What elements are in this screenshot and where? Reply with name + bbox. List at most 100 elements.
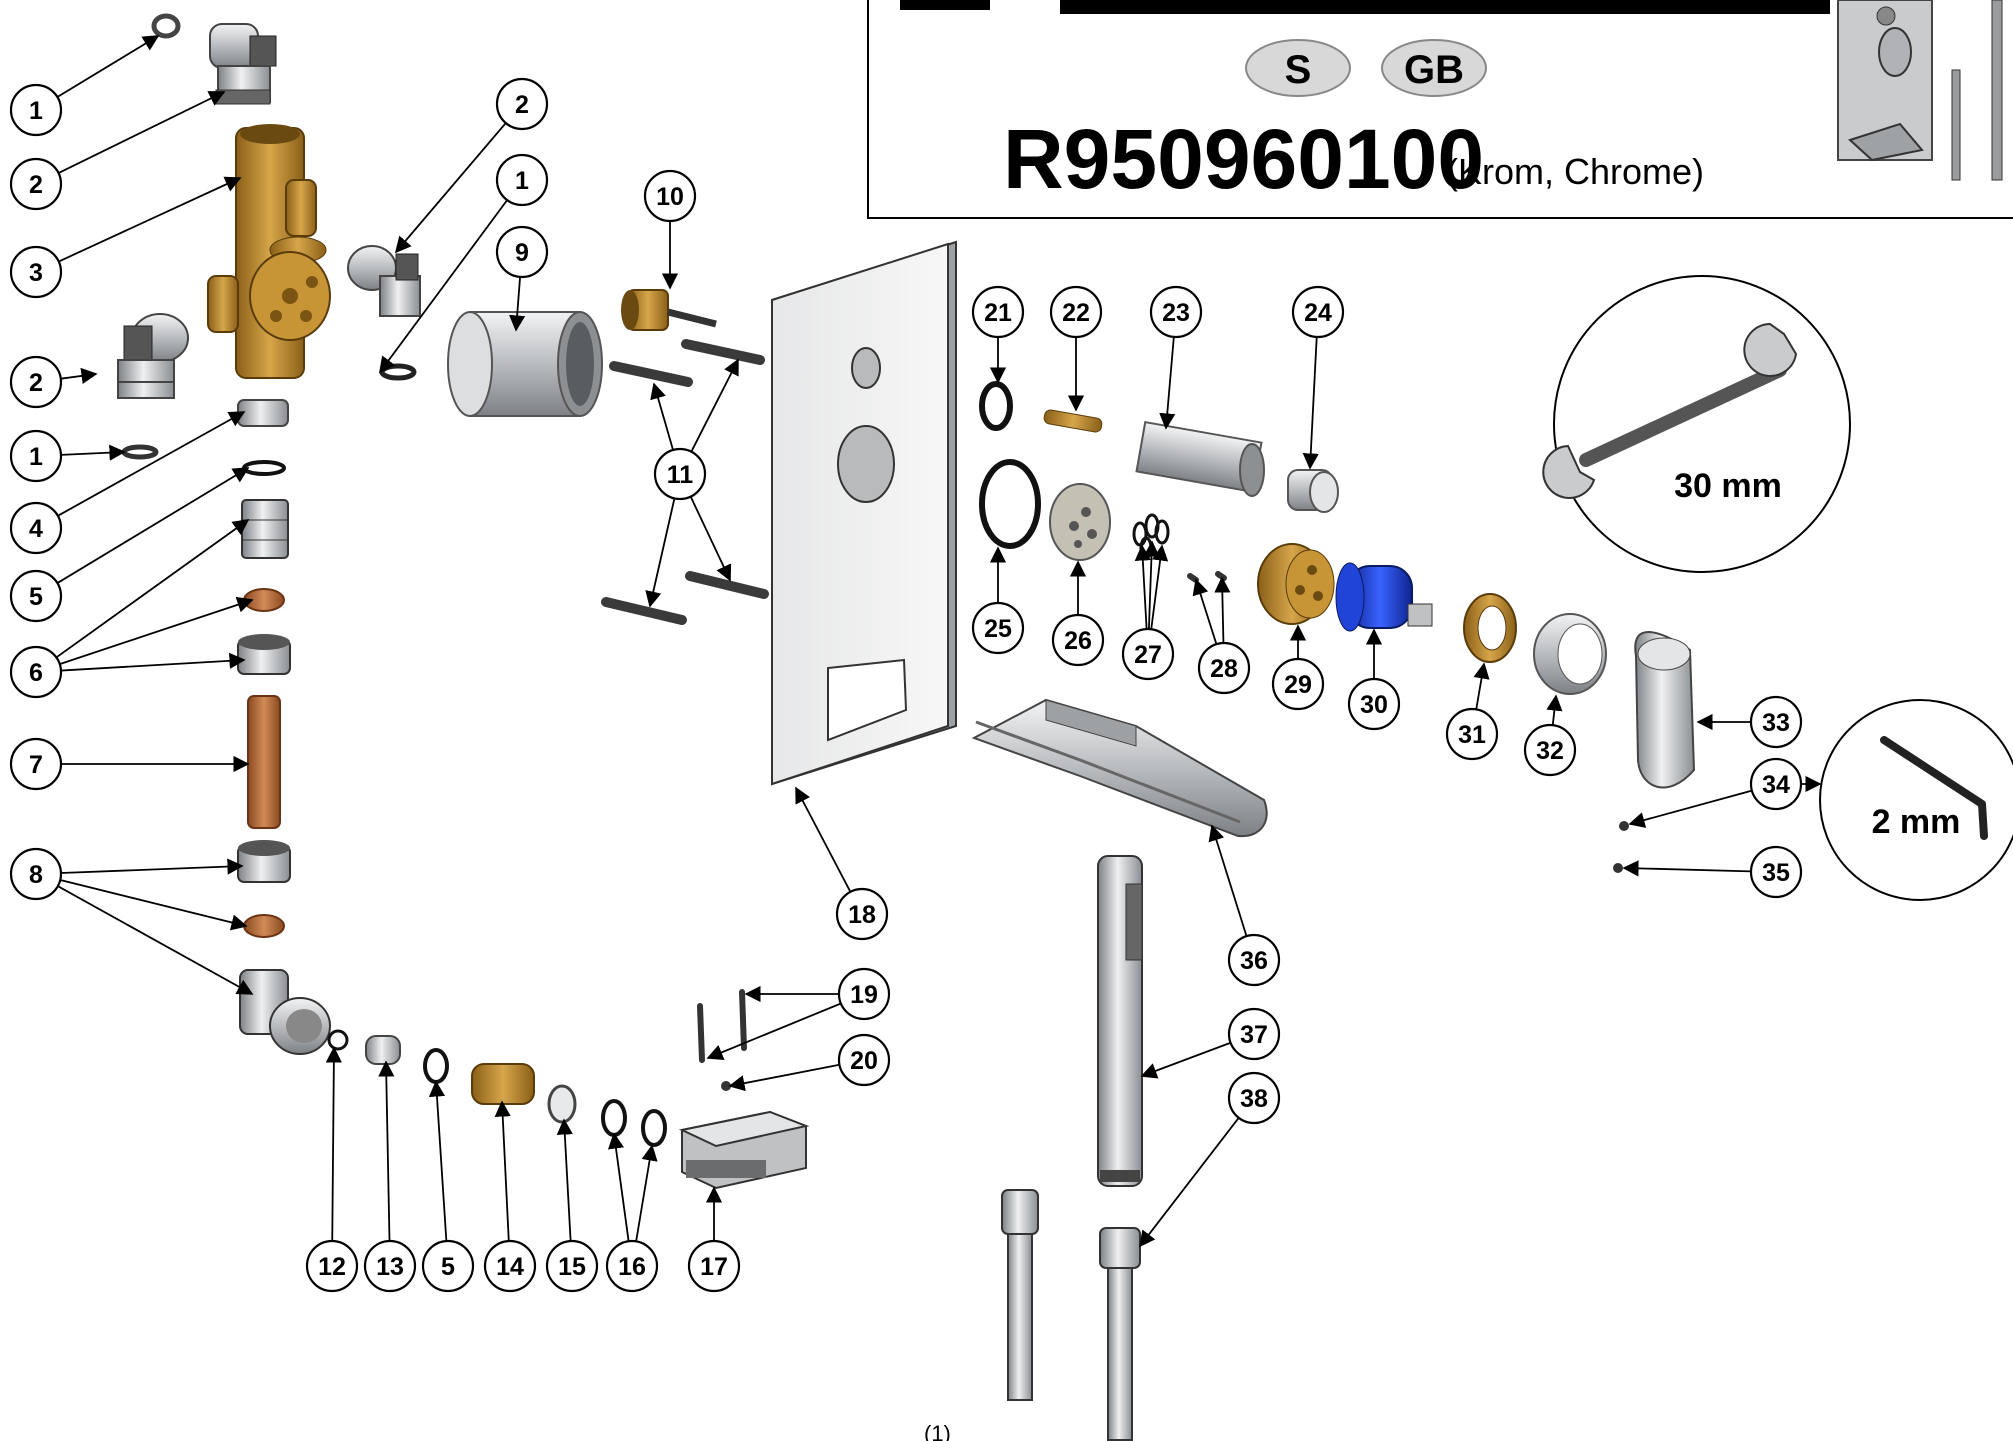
callout-38: 38 [1227,1071,1281,1125]
callout-36: 36 [1227,933,1281,987]
callout-15: 15 [545,1239,599,1293]
copper-pipe-part [247,695,281,829]
leader-line [378,1060,395,1242]
callout-29: 29 [1271,657,1325,711]
language-label-s: S [1285,48,1312,92]
callout-circle [9,645,63,699]
callout-circle [545,1239,599,1293]
callout-number: 4 [29,515,43,543]
callout-20: 20 [837,1033,891,1087]
callout-8: 8 [9,847,63,901]
ring-part [547,1084,577,1124]
hand-shower-part [1097,855,1143,1187]
footnote-marker: (1) [924,1421,951,1441]
leader-line [60,367,98,384]
elbow-connector-part [209,23,277,105]
cover-ring-part [1533,613,1607,695]
callout-number: 21 [984,299,1012,327]
callout-number: 5 [441,1253,455,1281]
leader-line [1473,662,1490,710]
callout-26: 26 [1051,613,1105,667]
callout-circle [1749,845,1803,899]
callout-circle [9,569,63,623]
callout-circle [1049,285,1103,339]
leader-line [325,1046,342,1242]
callout-number: 7 [29,751,43,779]
callout-number: 1 [29,97,43,125]
cap-part [1287,469,1339,513]
leader-line [60,652,246,672]
leader-line [428,1080,448,1242]
leader-line [58,91,226,174]
callout-30: 30 [1347,677,1401,731]
washer-part [379,363,417,381]
clip-part [327,1029,349,1051]
leader-line [706,1002,842,1060]
leader-line [59,596,254,665]
leader-line [55,519,250,659]
leader-line [650,382,674,451]
callout-1: 1 [9,83,63,137]
callout-number: 12 [318,1253,346,1281]
leader-line [494,1100,511,1242]
callout-circle [495,77,549,131]
leader-line [1139,1117,1240,1248]
callout-16: 16 [605,1239,659,1293]
callout-circle [1227,933,1281,987]
leader-line [689,496,732,582]
leader-line [1628,789,1753,828]
small-pin-part [1187,571,1227,583]
valve-body-part [207,124,331,379]
leader-line [728,1063,840,1092]
callout-circle [835,887,889,941]
leader-line [379,199,508,374]
callout-number: 33 [1762,709,1790,737]
callout-circle [837,967,891,1021]
callout-circle [605,1239,659,1293]
callout-circle [1227,1071,1281,1125]
callout-number: 25 [984,615,1012,643]
finish-label: (Krom, Chrome) [1446,151,1704,192]
callout-number: 13 [376,1253,404,1281]
callout-circle [1271,657,1325,711]
lever-handle-part [1634,631,1696,789]
callout-9: 9 [495,225,549,279]
callout-number: 34 [1762,771,1790,799]
disc-part [1049,483,1111,561]
callout-14: 14 [483,1239,537,1293]
tube-part [1135,420,1265,497]
o-ring-part [242,460,286,476]
leader-lines [55,35,1822,1248]
callout-number: 2 [29,171,43,199]
callout-11: 11 [653,447,707,501]
callout-circle [9,157,63,211]
callout-circle [1749,695,1803,749]
wall-anchor-part [621,289,717,331]
leader-line [1134,544,1151,630]
callout-34: 34 [1749,757,1803,811]
callout-10: 10 [643,169,697,223]
leader-line [1214,576,1231,644]
callout-circle [1051,613,1105,667]
callout-22: 22 [1049,285,1103,339]
callout-circle [9,847,63,901]
callout-5: 5 [9,569,63,623]
callout-number: 1 [515,167,529,195]
connection-block-part [678,1110,810,1190]
brand-logo [900,0,1830,14]
lower-fitting-part [237,840,331,1055]
set-screw-part [1613,863,1623,873]
callout-number: 23 [1162,299,1190,327]
o-ring-part [979,381,1013,431]
callout-25: 25 [971,601,1025,655]
callout-circle [9,83,63,137]
callout-28: 28 [1197,641,1251,695]
callout-circle [9,501,63,555]
compression-fitting-part [237,499,291,675]
callout-circle [1347,677,1401,731]
leader-line [1140,1041,1231,1079]
elbow-connector-part [347,245,421,317]
callout-number: 18 [848,901,876,929]
